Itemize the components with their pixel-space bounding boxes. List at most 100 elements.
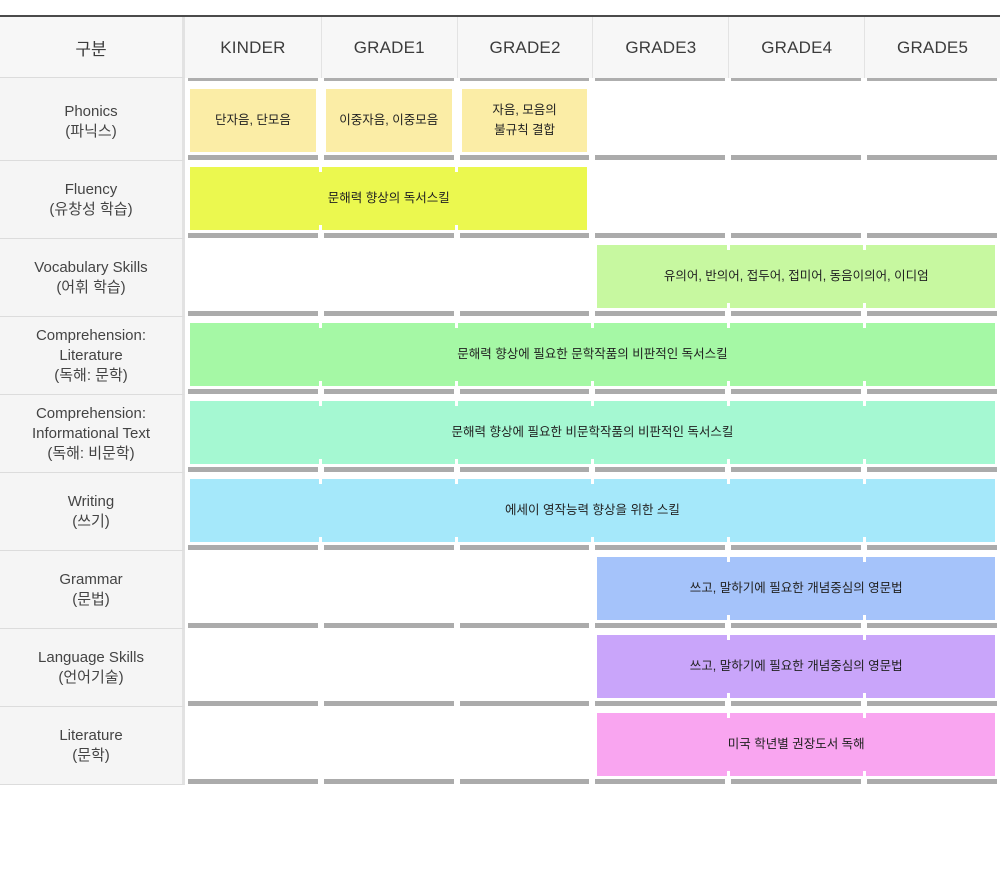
curriculum-row-9: Literature(문학) 미국 학년별 권장도서 독해 [0,707,1000,785]
cell-boundary-tick [455,167,459,172]
header-separator-segment [188,78,318,81]
curriculum-row-7: Grammar(문법)쓰고, 말하기에 필요한 개념중심의 영문법 [0,551,1000,629]
cell-boundary-tick [591,323,594,328]
grade-header-grade2: GRADE2 [456,17,593,78]
cell-boundary-tick [455,401,459,406]
row-separator-segment [188,311,318,316]
cell-boundary-tick [726,771,730,776]
row-separator-segment [323,701,454,706]
row-separator-segment [459,311,590,316]
curriculum-row-2: Fluency(유창성 학습)문해력 향상의 독서스킬 [0,161,1000,239]
bar-label: 쓰고, 말하기에 필요한 개념중심의 영문법 [689,580,903,595]
row-label: Literature(문학) [0,707,185,785]
cell-boundary-tick [862,615,866,620]
cell-boundary-tick [726,693,730,698]
row-label-en: Grammar [59,570,123,588]
cell-boundary-tick [591,459,594,464]
bar-label: 쓰고, 말하기에 필요한 개념중심의 영문법 [689,658,903,673]
curriculum-bar: 쓰고, 말하기에 필요한 개념중심의 영문법 [597,635,995,698]
cell-boundary-tick [455,479,459,484]
cell-boundary-tick [726,323,730,328]
row-label-ko: (파닉스) [65,122,117,140]
cell-boundary-tick [319,167,323,172]
row-label: Comprehension: Literature (독해: 문학) [0,317,185,395]
cell-boundary-tick [862,245,866,250]
cell-boundary-tick [862,635,866,640]
cell-boundary-tick [455,459,459,464]
row-separator-segment [323,467,454,472]
row-label-en: Phonics [64,102,118,120]
row-separator-segment [459,623,590,628]
header-separator-segment [323,78,454,81]
row-label-en: Language Skills [38,648,144,666]
row-separator-segment [731,233,862,238]
grade-header-kinder: KINDER [185,17,321,78]
cell-boundary-tick [862,771,866,776]
row-separator-segment [323,233,454,238]
grade-header-grade3: GRADE3 [592,17,729,78]
row-separator-segment [188,545,318,550]
bar-label: 문해력 향상에 필요한 비문학작품의 비판적인 독서스킬 [451,424,734,439]
header-separator-segment [459,78,590,81]
curriculum-bar: 단자음, 단모음 [190,89,316,152]
cell-boundary-tick [726,245,730,250]
cell-boundary-tick [591,401,594,406]
curriculum-bar: 이중자음, 이중모음 [325,89,452,152]
cell-boundary-tick [455,381,459,386]
bar-label: 미국 학년별 권장도서 독해 [727,736,865,751]
cell-boundary-tick [726,713,730,718]
curriculum-bar: 자음, 모음의 불규칙 결합 [461,89,588,152]
row-separator-segment [459,545,590,550]
curriculum-row-8: Language Skills(언어기술) 쓰고, 말하기에 필요한 개념중심의 … [0,629,1000,707]
curriculum-bar: 문해력 향상에 필요한 비문학작품의 비판적인 독서스킬 [190,401,995,464]
curriculum-row-5: Comprehension: Informational Text(독해: 비문… [0,395,1000,473]
row-label: Vocabulary Skills(어휘 학습) [0,239,185,317]
row-separator-segment [459,779,590,784]
row-separator-segment [731,701,862,706]
cell-boundary-tick [319,459,323,464]
cell-boundary-tick [455,537,459,542]
row-separator-segment [323,623,454,628]
curriculum-bar: 유의어, 반의어, 접두어, 접미어, 동음이의어, 이디엄 [597,245,995,308]
row-separator-segment [459,701,590,706]
cell-boundary-tick [726,615,730,620]
row-label-en: Literature [59,726,123,744]
row-separator-segment [323,389,454,394]
row-separator-segment [867,701,997,706]
cell-boundary-tick [862,323,866,328]
grade-header-grade1: GRADE1 [320,17,457,78]
row-label-en: Writing [67,492,115,510]
cell-boundary-tick [455,225,459,230]
row-separator-segment [867,779,997,784]
curriculum-bar: 쓰고, 말하기에 필요한 개념중심의 영문법 [597,557,995,620]
cell-boundary-tick [591,479,594,484]
row-label-en: Comprehension: Literature [35,326,147,364]
row-label-ko: (유창성 학습) [49,200,133,218]
cell-boundary-tick [726,635,730,640]
cell-boundary-tick [726,303,730,308]
row-separator-segment [595,155,726,160]
row-separator-segment [188,467,318,472]
row-separator-segment [595,233,726,238]
row-label: Language Skills(언어기술) [0,629,185,707]
row-separator-segment [731,779,862,784]
row-separator-segment [595,389,726,394]
cell-boundary-tick [726,401,730,406]
row-label-en: Comprehension: Informational Text [31,404,151,442]
cell-boundary-tick [591,537,594,542]
row-separator-segment [188,155,318,160]
cell-boundary-tick [862,479,866,484]
cell-boundary-tick [455,323,459,328]
row-label-ko: (독해: 문학) [54,366,128,384]
row-separator-segment [459,233,590,238]
bar-label: 문해력 향상에 필요한 문학작품의 비판적인 독서스킬 [457,346,728,361]
row-label-ko: (어휘 학습) [56,278,126,296]
curriculum-bar: 문해력 향상에 필요한 문학작품의 비판적인 독서스킬 [190,323,995,386]
curriculum-row-6: Writing(쓰기)에세이 영작능력 향상을 위한 스킬 [0,473,1000,551]
row-label-en: Fluency [64,180,118,198]
row-separator-segment [731,467,862,472]
